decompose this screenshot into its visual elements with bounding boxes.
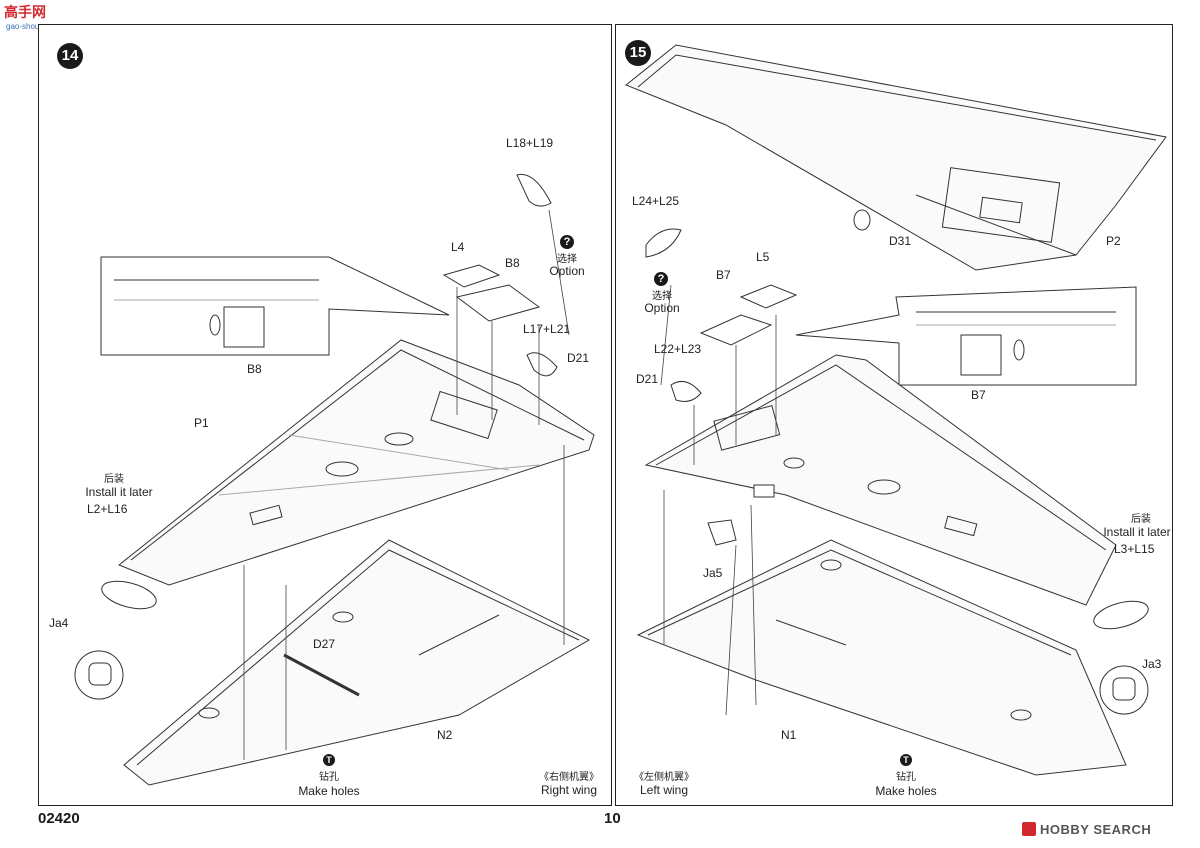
drill-icon: T (900, 754, 912, 766)
part-label-l2-l16: L2+L16 (87, 502, 128, 516)
step-15-panel: 15 B7 D31 P2 L24+L25 ? 选择 Option B7 L5 L… (615, 24, 1173, 806)
option-label-en: Option (549, 264, 585, 278)
make-holes-label-en: Make holes (298, 784, 360, 798)
part-label-p2: P2 (1106, 234, 1121, 248)
part-label-l4: L4 (451, 240, 465, 254)
part-label-d31: D31 (889, 234, 912, 248)
hobby-search-logo-icon (1022, 822, 1036, 836)
part-label-l24-l25: L24+L25 (632, 194, 680, 208)
part-label-p1: P1 (194, 416, 209, 430)
part-label-d21: D21 (636, 372, 659, 386)
question-icon: ? (654, 272, 668, 286)
watermark-text: HOBBY SEARCH (1040, 822, 1152, 837)
wing-side-label-cn: 《左侧机翼》 (634, 772, 694, 783)
site-logo: 高手网 (4, 4, 46, 20)
product-code: 02420 (38, 810, 80, 827)
install-later-label-en: Install it later (1103, 525, 1171, 539)
option-label-en: Option (644, 301, 680, 315)
step-14-drawing (74, 173, 595, 786)
install-later-label-cn: 后装 (1131, 514, 1151, 525)
part-label-ja4: Ja4 (49, 616, 69, 630)
part-label-l3-l15: L3+L15 (1114, 542, 1155, 556)
question-icon: ? (560, 235, 574, 249)
wing-side-label-en: Left wing (639, 783, 689, 797)
step-15-drawing (625, 44, 1167, 776)
part-label-b7: B7 (716, 268, 731, 282)
part-label-l5: L5 (756, 250, 770, 264)
drill-icon: T (323, 754, 335, 766)
install-later-label-cn: 后装 (104, 474, 124, 485)
wing-side-label-en: Right wing (540, 783, 598, 797)
part-label-n2: N2 (437, 728, 453, 742)
callout-label-b8: B8 (247, 362, 262, 376)
step-14-badge: 14 (57, 43, 83, 69)
part-label-ja5: Ja5 (703, 566, 723, 580)
page-number: 10 (604, 810, 621, 827)
part-label-d27: D27 (313, 637, 336, 651)
wing-side-label-cn: 《右侧机翼》 (539, 772, 599, 783)
option-label-cn: 选择 (557, 254, 577, 265)
make-holes-label-cn: 钻孔 (896, 772, 916, 783)
step-14-panel: 14 B8 P1 L18+L19 L4 B8 ? 选择 Option L17+L… (38, 24, 612, 806)
part-label-l17-l21: L17+L21 (523, 322, 571, 336)
part-label-ja3: Ja3 (1142, 657, 1162, 671)
part-label-l18-l19: L18+L19 (506, 136, 554, 150)
install-later-label-en: Install it later (85, 485, 153, 499)
part-label-n1: N1 (781, 728, 797, 742)
option-label-cn: 选择 (652, 291, 672, 302)
part-label-d21: D21 (567, 351, 590, 365)
part-label-b8: B8 (505, 256, 520, 270)
site-logo-url: gao-shou.com (6, 22, 57, 31)
part-label-l22-l23: L22+L23 (654, 342, 702, 356)
callout-label-b7: B7 (971, 388, 986, 402)
make-holes-label-cn: 钻孔 (319, 772, 339, 783)
step-15-badge: 15 (625, 40, 651, 66)
make-holes-label-en: Make holes (875, 784, 937, 798)
